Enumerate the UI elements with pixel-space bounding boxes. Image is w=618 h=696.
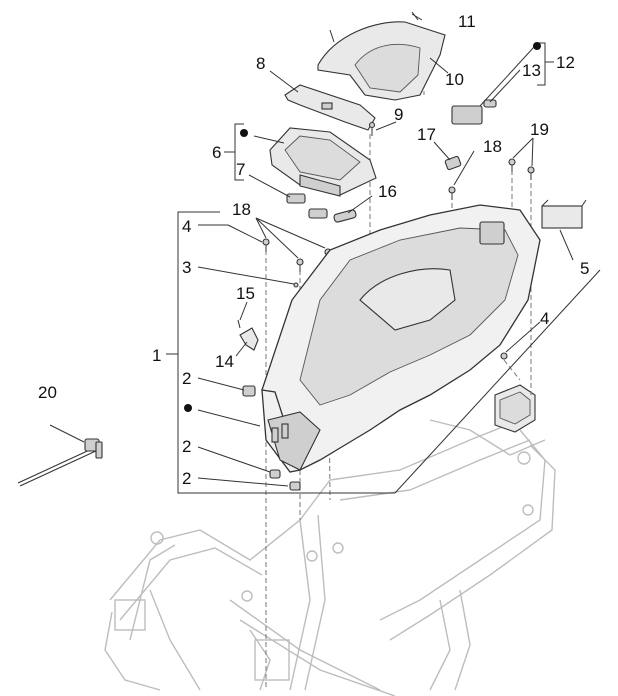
label-13: 13: [522, 61, 541, 80]
part-8-strip: [284, 84, 376, 131]
label-6: 6: [212, 143, 221, 162]
label-18a: 18: [232, 200, 251, 219]
small-parts: [286, 99, 587, 229]
label-9: 9: [394, 105, 403, 124]
label-16: 16: [378, 182, 397, 201]
rear-bracket: [494, 384, 536, 433]
label-2b: 2: [182, 437, 191, 456]
label-2a: 2: [182, 369, 191, 388]
label-17: 17: [417, 125, 436, 144]
label-8: 8: [256, 54, 265, 73]
label-11: 11: [458, 12, 476, 31]
label-1: 1: [152, 346, 161, 365]
marker-dot: [533, 42, 541, 50]
label-4b: 4: [540, 309, 549, 328]
label-18b: 18: [483, 137, 502, 156]
leader-lines: [49, 13, 601, 494]
part-20-cable-tie: [17, 438, 103, 487]
label-7: 7: [236, 160, 245, 179]
marker-dot: [240, 129, 248, 137]
label-15: 15: [236, 284, 255, 303]
screws: [262, 158, 535, 360]
part-6-glovebox: [269, 127, 377, 197]
part-10-cover: [317, 11, 446, 101]
label-10: 10: [445, 70, 464, 89]
label-3: 3: [182, 258, 191, 277]
part-14-latch: [237, 319, 259, 351]
callout-labels: 1 2 2 2 3 4 4 5 6 7 8 9 10 11 12 13 14 1…: [38, 12, 589, 488]
label-2c: 2: [182, 469, 191, 488]
part-9-screw: [368, 121, 376, 136]
label-20: 20: [38, 383, 57, 402]
label-14: 14: [215, 352, 234, 371]
part-1-helmet-compartment: [242, 204, 541, 491]
label-12: 12: [556, 53, 575, 72]
scooter-frame: [104, 419, 556, 696]
label-4a: 4: [182, 217, 191, 236]
marker-dot: [184, 404, 192, 412]
label-19: 19: [530, 120, 549, 139]
label-5: 5: [580, 259, 589, 278]
